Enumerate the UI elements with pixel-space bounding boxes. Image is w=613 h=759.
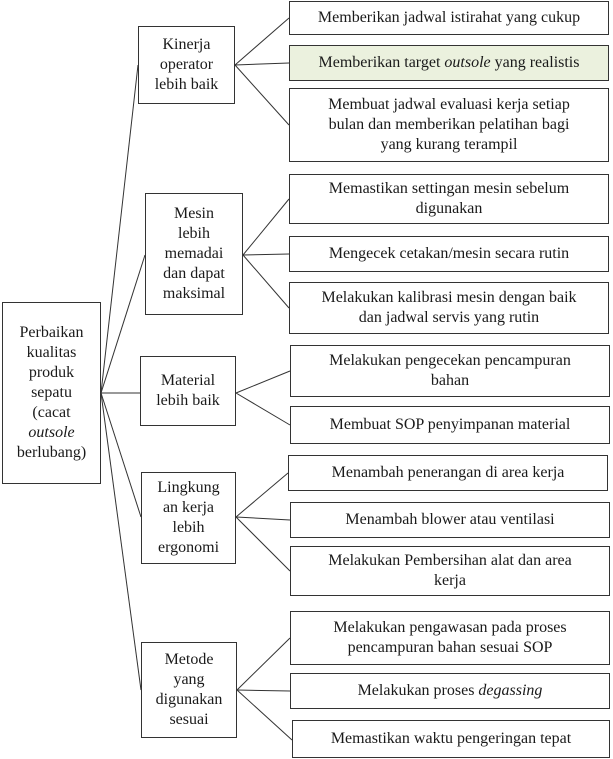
action-box: Membuat SOP penyimpanan material [290,406,610,444]
category-label-line: sesuai [169,711,209,728]
category-label-line: memadai [164,245,224,262]
category-label-line: dan dapat [163,265,225,282]
category-label-line: Metode [164,651,214,668]
action-text: Memberikan jadwal istirahat yang cukup [317,9,581,26]
root-line: (cacat [32,404,71,421]
category-label-line: lebih [178,225,210,242]
action-box: Memastikan settingan mesin sebelum digun… [289,174,609,224]
category-kinerja: Kinerja operator lebih baik [138,26,235,104]
category-label-line: Kinerja [162,36,211,53]
action-text: dan jadwal servis yang rutin [358,309,540,326]
action-text: Memastikan waktu pengeringan tepat [330,730,572,747]
action-box-highlighted: Memberikan target outsole yang realistis [289,45,609,81]
action-box: Mengecek cetakan/mesin secara rutin [289,236,609,272]
action-text: digunakan [415,200,483,217]
connector-root-kinerja [100,64,139,394]
category-lingkungan: Lingkung an kerja lebih ergonomi [141,472,236,564]
root-box: Perbaikan kualitas produk sepatu (cacat … [2,302,101,484]
action-text: Memastikan settingan mesin sebelum [328,180,570,197]
connector-mesin-3 [242,254,290,309]
category-label-line: digunakan [155,691,223,708]
action-text: pencampuran bahan sesuai SOP [347,639,553,656]
root-line: outsole [28,424,75,441]
action-box: Menambah blower atau ventilasi [290,502,610,538]
connector-material-1 [235,370,291,394]
connector-mesin-2 [242,253,290,256]
connector-kinerja-3 [234,64,290,126]
action-text: Melakukan pengawasan pada proses [333,619,567,636]
category-material: Material lebih baik [140,356,236,426]
action-text: Memberikan target outsole yang realistis [318,54,580,71]
action-box: Melakukan Pembersihan alat dan area kerj… [290,546,610,596]
connector-material-2 [235,392,291,426]
action-text: Melakukan proses degassing [357,682,543,699]
connector-metode-2 [236,689,291,692]
connector-lingkungan-1 [235,472,289,518]
category-label-line: Lingkung [157,479,220,496]
category-label-line: operator [159,56,214,73]
category-label-line: lebih [172,519,205,536]
action-box: Melakukan pengecekan pencampuran bahan [290,345,610,397]
action-box: Menambah penerangan di area kerja [288,455,608,491]
connector-root-mesin [100,254,146,394]
action-box: Memberikan jadwal istirahat yang cukup [289,1,609,35]
connector-lingkungan-2 [235,516,291,521]
category-label-line: ergonomi [157,539,220,556]
action-box: Membuat jadwal evaluasi kerja setiap bul… [289,88,609,162]
action-text: bulan dan memberikan pelatihan bagi [328,116,570,133]
connector-kinerja-1 [234,17,290,66]
category-label-line: yang [173,671,205,688]
action-text: Menambah blower atau ventilasi [345,511,555,528]
root-line: produk [28,364,75,381]
connector-lingkungan-3 [235,516,291,572]
action-text: bahan [430,372,470,389]
action-text-emphasis: outsole [444,54,491,71]
category-mesin: Mesin lebih memadai dan dapat maksimal [145,193,243,315]
action-box: Melakukan proses degassing [290,673,610,709]
category-label-line: Mesin [174,205,214,222]
action-text: Membuat jadwal evaluasi kerja setiap [328,96,570,113]
action-text: Melakukan kalibrasi mesin dengan baik [321,289,577,306]
connector-root-metode [100,392,142,691]
action-text: yang kurang terampil [380,136,518,153]
action-box: Melakukan kalibrasi mesin dengan baik da… [289,282,609,334]
category-label-line: lebih baik [156,392,220,409]
category-label-line: Material [160,372,216,389]
action-text: kerja [434,572,466,589]
connector-metode-1 [236,637,291,691]
connector-kinerja-2 [234,62,290,66]
root-line: sepatu [31,384,72,401]
category-label-line: lebih baik [154,76,219,93]
action-text: Menambah penerangan di area kerja [331,464,565,481]
action-text-emphasis: degassing [478,682,543,699]
action-text: Melakukan Pembersihan alat dan area [328,552,572,569]
category-metode: Metode yang digunakan sesuai [141,642,237,738]
root-line: Perbaikan [19,324,84,341]
category-label-line: an kerja [162,499,215,516]
action-box: Melakukan pengawasan pada proses pencamp… [290,611,610,665]
action-text: Melakukan pengecekan pencampuran [329,352,571,369]
action-box: Memastikan waktu pengeringan tepat [292,720,610,758]
connector-metode-3 [236,689,293,741]
action-text: Membuat SOP penyimpanan material [329,416,571,433]
root-line: kualitas [26,344,77,361]
connector-root-lingkungan [100,392,142,518]
connector-mesin-1 [242,198,290,256]
action-text: Mengecek cetakan/mesin secara rutin [328,245,570,262]
root-line: berlubang) [16,444,87,461]
category-label-line: maksimal [162,285,226,302]
